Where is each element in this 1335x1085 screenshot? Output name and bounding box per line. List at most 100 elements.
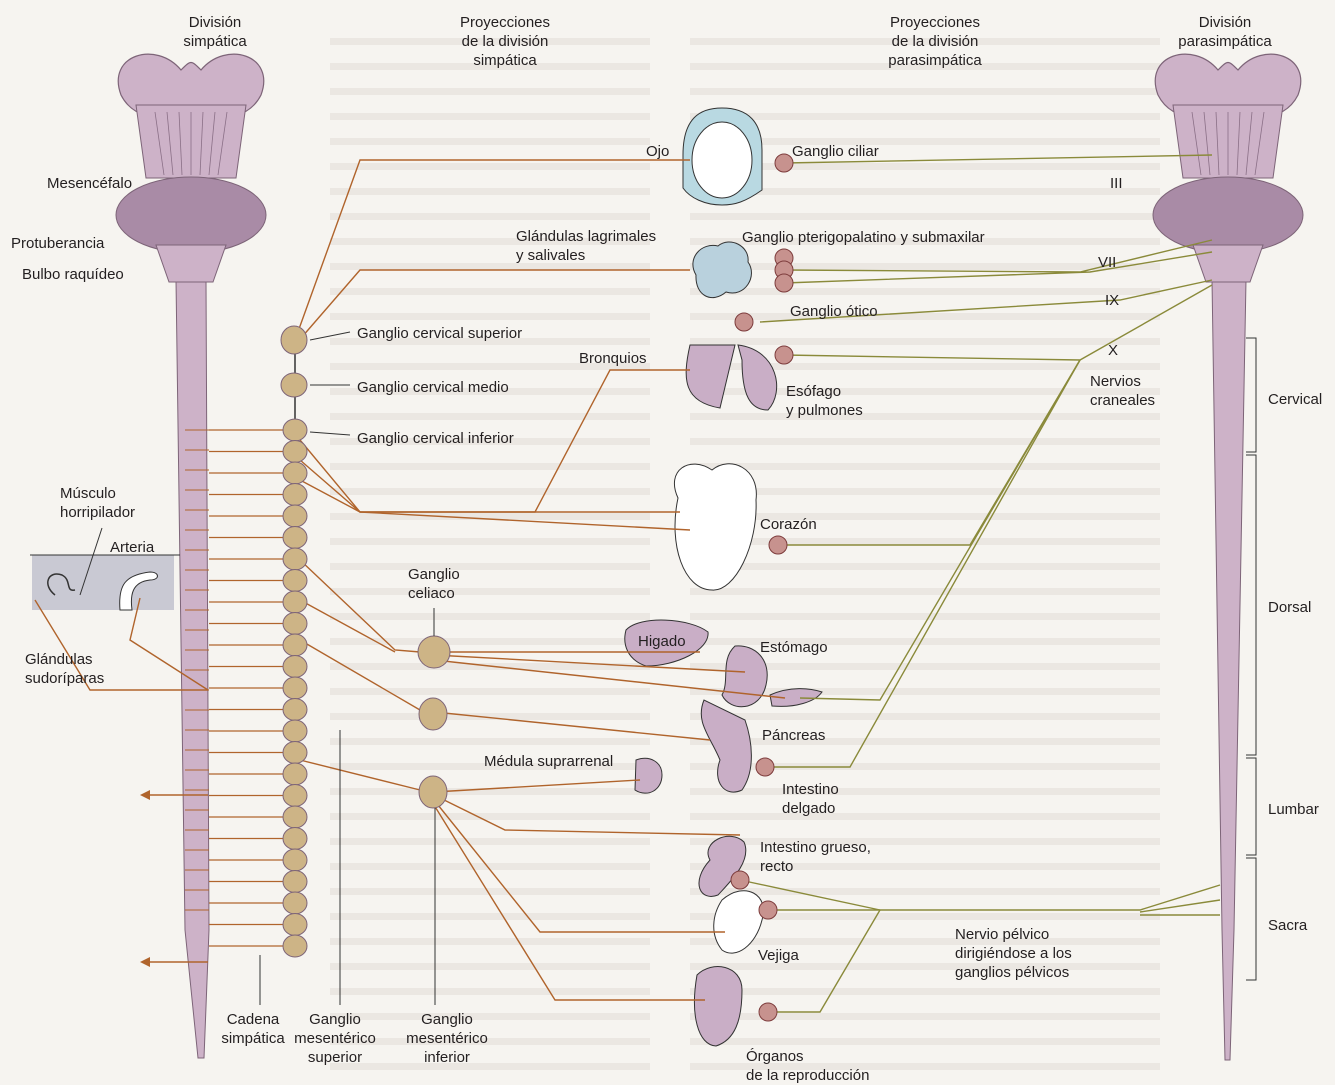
sympathetic-chain: [209, 326, 350, 957]
label-bulbo-raquideo: Bulbo raquídeo: [22, 265, 124, 284]
chain-ganglion: [283, 892, 307, 914]
ganglio-otico: [735, 313, 753, 331]
ganglio-corazon: [769, 536, 787, 554]
mes-inf-to-large-intestine: [434, 795, 740, 835]
chain-ganglion: [283, 742, 307, 764]
skin-inset: [32, 555, 174, 610]
label-ganglio-otico: Ganglio ótico: [790, 302, 878, 321]
label-region-lumbar: Lumbar: [1268, 800, 1319, 819]
label-intestino-grueso: Intestino grueso, recto: [760, 838, 871, 876]
ganglio-reproduccion: [759, 1003, 777, 1021]
para-X-to-esofago: [784, 285, 1212, 360]
label-ganglio-pterigopalatino: Ganglio pterigopalatino y submaxilar: [742, 228, 985, 247]
bracket-sacra: [1246, 858, 1256, 980]
chain-ganglion: [283, 527, 307, 549]
label-ganglio-mesenterico-superior: Ganglio mesentérico superior: [290, 1010, 380, 1067]
mes-inf-to-bladder: [434, 800, 725, 932]
symp-to-heart-1: [300, 460, 680, 512]
label-vejiga: Vejiga: [758, 946, 799, 965]
chain-ganglion: [283, 591, 307, 613]
chain-ganglion: [283, 763, 307, 785]
label-glandulas-sudoriparas: Glándulas sudoríparas: [25, 650, 104, 688]
spinal-region-brackets: [1246, 338, 1256, 980]
chain-ganglion: [283, 720, 307, 742]
salivary-gland-shape: [693, 242, 752, 298]
chain-ganglion: [283, 505, 307, 527]
label-glandulas-lagrimales: Glándulas lagrimales y salivales: [516, 227, 656, 265]
arrow-outflow-1: [140, 790, 150, 800]
label-ganglio-celiaco: Ganglio celiaco: [408, 565, 460, 603]
label-nerve-X: X: [1108, 341, 1118, 360]
para-VII-to-submaxilar: [784, 252, 1212, 283]
symp-to-celiac: [300, 560, 420, 652]
symp-to-mes-inf: [300, 760, 420, 790]
label-ganglio-cervical-inferior: Ganglio cervical inferior: [357, 429, 514, 448]
chain-ganglion: [283, 849, 307, 871]
ganglio-intestino-grueso: [731, 871, 749, 889]
parasympathetic-medulla: [1193, 245, 1263, 282]
bracket-dorsal: [1246, 455, 1256, 755]
ganglion-cervical-medio: [281, 373, 307, 397]
chain-ganglion: [283, 613, 307, 635]
sympathetic-pons: [116, 177, 266, 253]
chain-ganglion: [283, 634, 307, 656]
adrenal-shape: [635, 758, 662, 793]
chain-ganglion: [283, 441, 307, 463]
label-ganglio-cervical-superior: Ganglio cervical superior: [357, 324, 522, 343]
face-shape: [692, 122, 752, 198]
chain-ganglion: [283, 656, 307, 678]
label-region-sacra: Sacra: [1268, 916, 1307, 935]
ganglio-intestino-delgado: [756, 758, 774, 776]
symp-to-heart-2: [300, 480, 690, 530]
left-lung-shape: [686, 345, 735, 408]
label-ganglio-mesenterico-inferior: Ganglio mesentérico inferior: [402, 1010, 492, 1067]
chain-ganglion: [283, 462, 307, 484]
label-estomago: Estómago: [760, 638, 828, 657]
small-intestine-shape: [701, 700, 751, 792]
ganglion-cervical-superior: [281, 326, 307, 354]
label-region-cervical: Cervical: [1268, 390, 1322, 409]
chain-ganglion: [283, 699, 307, 721]
header-sympathetic-projections: Proyecciones de la división simpática: [430, 13, 580, 70]
symp-to-celiac-2: [300, 600, 395, 652]
reproductive-organs-shape: [694, 967, 742, 1046]
label-bronquios: Bronquios: [579, 349, 647, 368]
label-arteria: Arteria: [110, 538, 154, 557]
label-pancreas: Páncreas: [762, 726, 825, 745]
label-ganglio-cervical-medio: Ganglio cervical medio: [357, 378, 509, 397]
right-lung-shape: [738, 345, 777, 410]
celiac-to-stomach: [434, 655, 745, 672]
arrow-outflow-2: [140, 957, 150, 967]
ganglio-ciliar: [775, 154, 793, 172]
mes-sup-to-intestine: [434, 712, 710, 740]
label-mesencefalo: Mesencéfalo: [47, 174, 132, 193]
ganglion-mesenterico-superior: [419, 698, 447, 730]
chain-ganglion: [283, 677, 307, 699]
chain-ganglion: [283, 935, 307, 957]
label-higado: Higado: [638, 632, 686, 651]
parasympathetic-pons: [1153, 177, 1303, 253]
label-medula-suprarrenal: Médula suprarrenal: [484, 752, 613, 771]
chain-ganglion: [283, 419, 307, 441]
para-X-to-intestine: [765, 360, 1080, 767]
chain-ganglion: [283, 484, 307, 506]
leader-cervical-superior: [310, 332, 350, 340]
mes-inf-to-reproductive: [434, 805, 705, 1000]
bladder-shape: [714, 891, 764, 953]
label-ojo: Ojo: [646, 142, 669, 161]
label-organos-reproduccion: Órganos de la reproducción: [746, 1047, 869, 1085]
para-pelvic-to-bladder: [768, 885, 1220, 910]
bracket-cervical: [1246, 338, 1256, 452]
chain-ganglion: [283, 548, 307, 570]
label-esofago-pulmones: Esófago y pulmones: [786, 382, 863, 420]
chain-ganglion: [283, 914, 307, 936]
label-region-dorsal: Dorsal: [1268, 598, 1311, 617]
label-musculo-horripilador: Músculo horripilador: [60, 484, 135, 522]
chain-ganglion: [283, 570, 307, 592]
label-nerve-IX: IX: [1105, 291, 1119, 310]
chain-ganglion: [283, 806, 307, 828]
chain-ganglion: [283, 828, 307, 850]
label-nervio-pelvico: Nervio pélvico dirigiéndose a los gangli…: [955, 925, 1072, 982]
parasympathetic-spinal-cord: [1212, 280, 1246, 1060]
